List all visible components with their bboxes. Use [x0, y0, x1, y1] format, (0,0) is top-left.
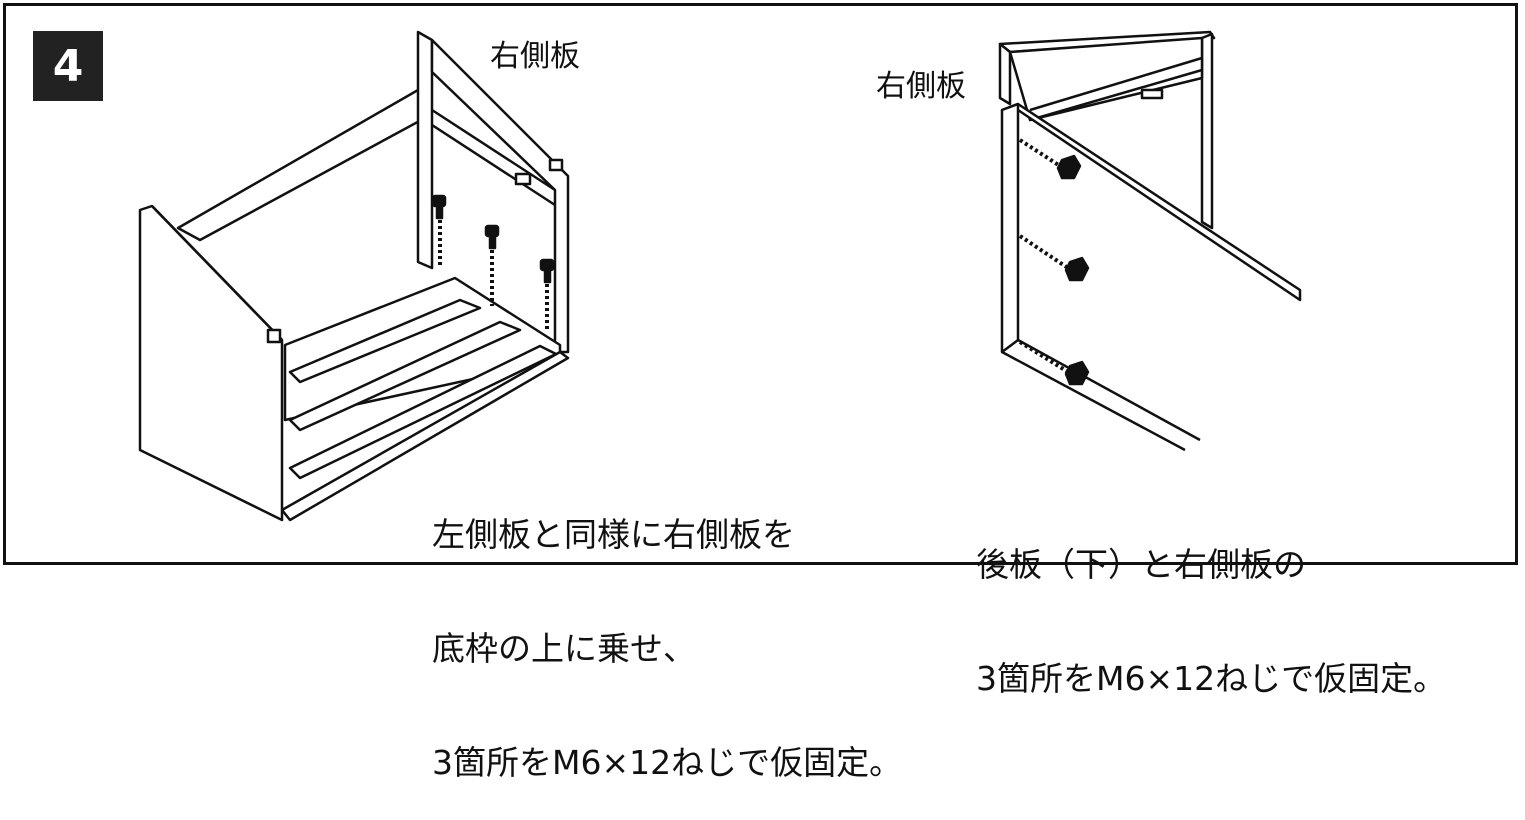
- right-caption-line: 3箇所をM6×12ねじで仮固定。: [976, 659, 1447, 698]
- bottom-front-rail: [280, 350, 570, 522]
- left-caption-line: 底枠の上に乗せ、: [432, 629, 696, 668]
- left-caption: 左側板と同様に右側板を 底枠の上に乗せ、 3箇所をM6×12ねじで仮固定。: [432, 440, 902, 820]
- right-caption: 後板（下）と右側板の 3箇所をM6×12ねじで仮固定。: [976, 470, 1446, 736]
- screw-guide-right-1: [1018, 138, 1062, 168]
- assembly-illustration: [138, 30, 1302, 522]
- right-side-panel: [416, 30, 434, 270]
- screw-right-1: [1056, 154, 1082, 180]
- right-side-panel-edge: [1000, 102, 1020, 354]
- screw-guide-right-2: [1018, 234, 1070, 270]
- instruction-frame: [3, 3, 1518, 565]
- right-panel-bracket: [514, 172, 532, 186]
- screw-left-2: [484, 224, 500, 250]
- bottom-frame: [283, 276, 562, 422]
- right-part-label: 右側板: [876, 69, 966, 104]
- right-side-panel-plate: [1000, 102, 1302, 302]
- right-back-panel: [1200, 32, 1214, 230]
- left-side-panel-back: [176, 84, 427, 242]
- screw-guide-right-3: [1018, 340, 1070, 374]
- right-caption-line: 後板（下）と右側板の: [976, 545, 1306, 584]
- screw-left-1: [431, 194, 447, 220]
- step-number-badge: 4: [33, 31, 103, 101]
- screw-right-3: [1064, 360, 1090, 386]
- screw-right-2: [1064, 256, 1090, 282]
- left-part-label: 右側板: [490, 39, 580, 74]
- left-panel-latch: [266, 328, 282, 344]
- screw-left-3: [539, 258, 555, 284]
- back-panel-bracket: [1140, 88, 1164, 100]
- left-side-panel: [138, 204, 284, 522]
- back-panel-side: [998, 42, 1012, 106]
- right-panel-latch: [548, 158, 564, 172]
- left-caption-line: 左側板と同様に右側板を: [432, 515, 795, 554]
- left-caption-line: 3箇所をM6×12ねじで仮固定。: [432, 743, 903, 782]
